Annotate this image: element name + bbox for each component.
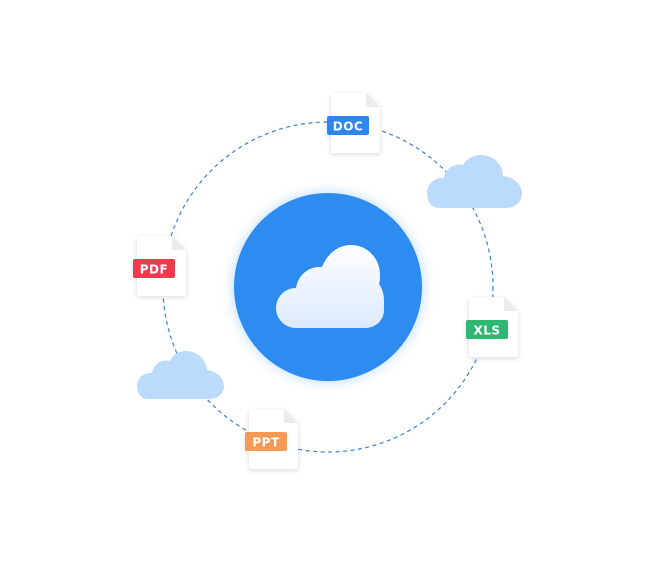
file-xls-icon: XLS bbox=[466, 297, 518, 357]
file-doc-icon: DOC bbox=[327, 93, 380, 153]
file-pdf-label: PDF bbox=[140, 263, 168, 277]
file-xls-label: XLS bbox=[473, 324, 500, 338]
file-ppt-label: PPT bbox=[252, 436, 280, 450]
file-doc-label: DOC bbox=[333, 120, 363, 134]
central-cloud-hub bbox=[234, 193, 422, 381]
file-pdf-icon: PDF bbox=[133, 236, 186, 296]
decor-cloud-top-right-icon bbox=[427, 155, 522, 208]
central-cloud-icon bbox=[276, 245, 384, 328]
file-ppt-icon: PPT bbox=[245, 409, 298, 469]
decor-cloud-bottom-left-icon bbox=[137, 351, 224, 399]
